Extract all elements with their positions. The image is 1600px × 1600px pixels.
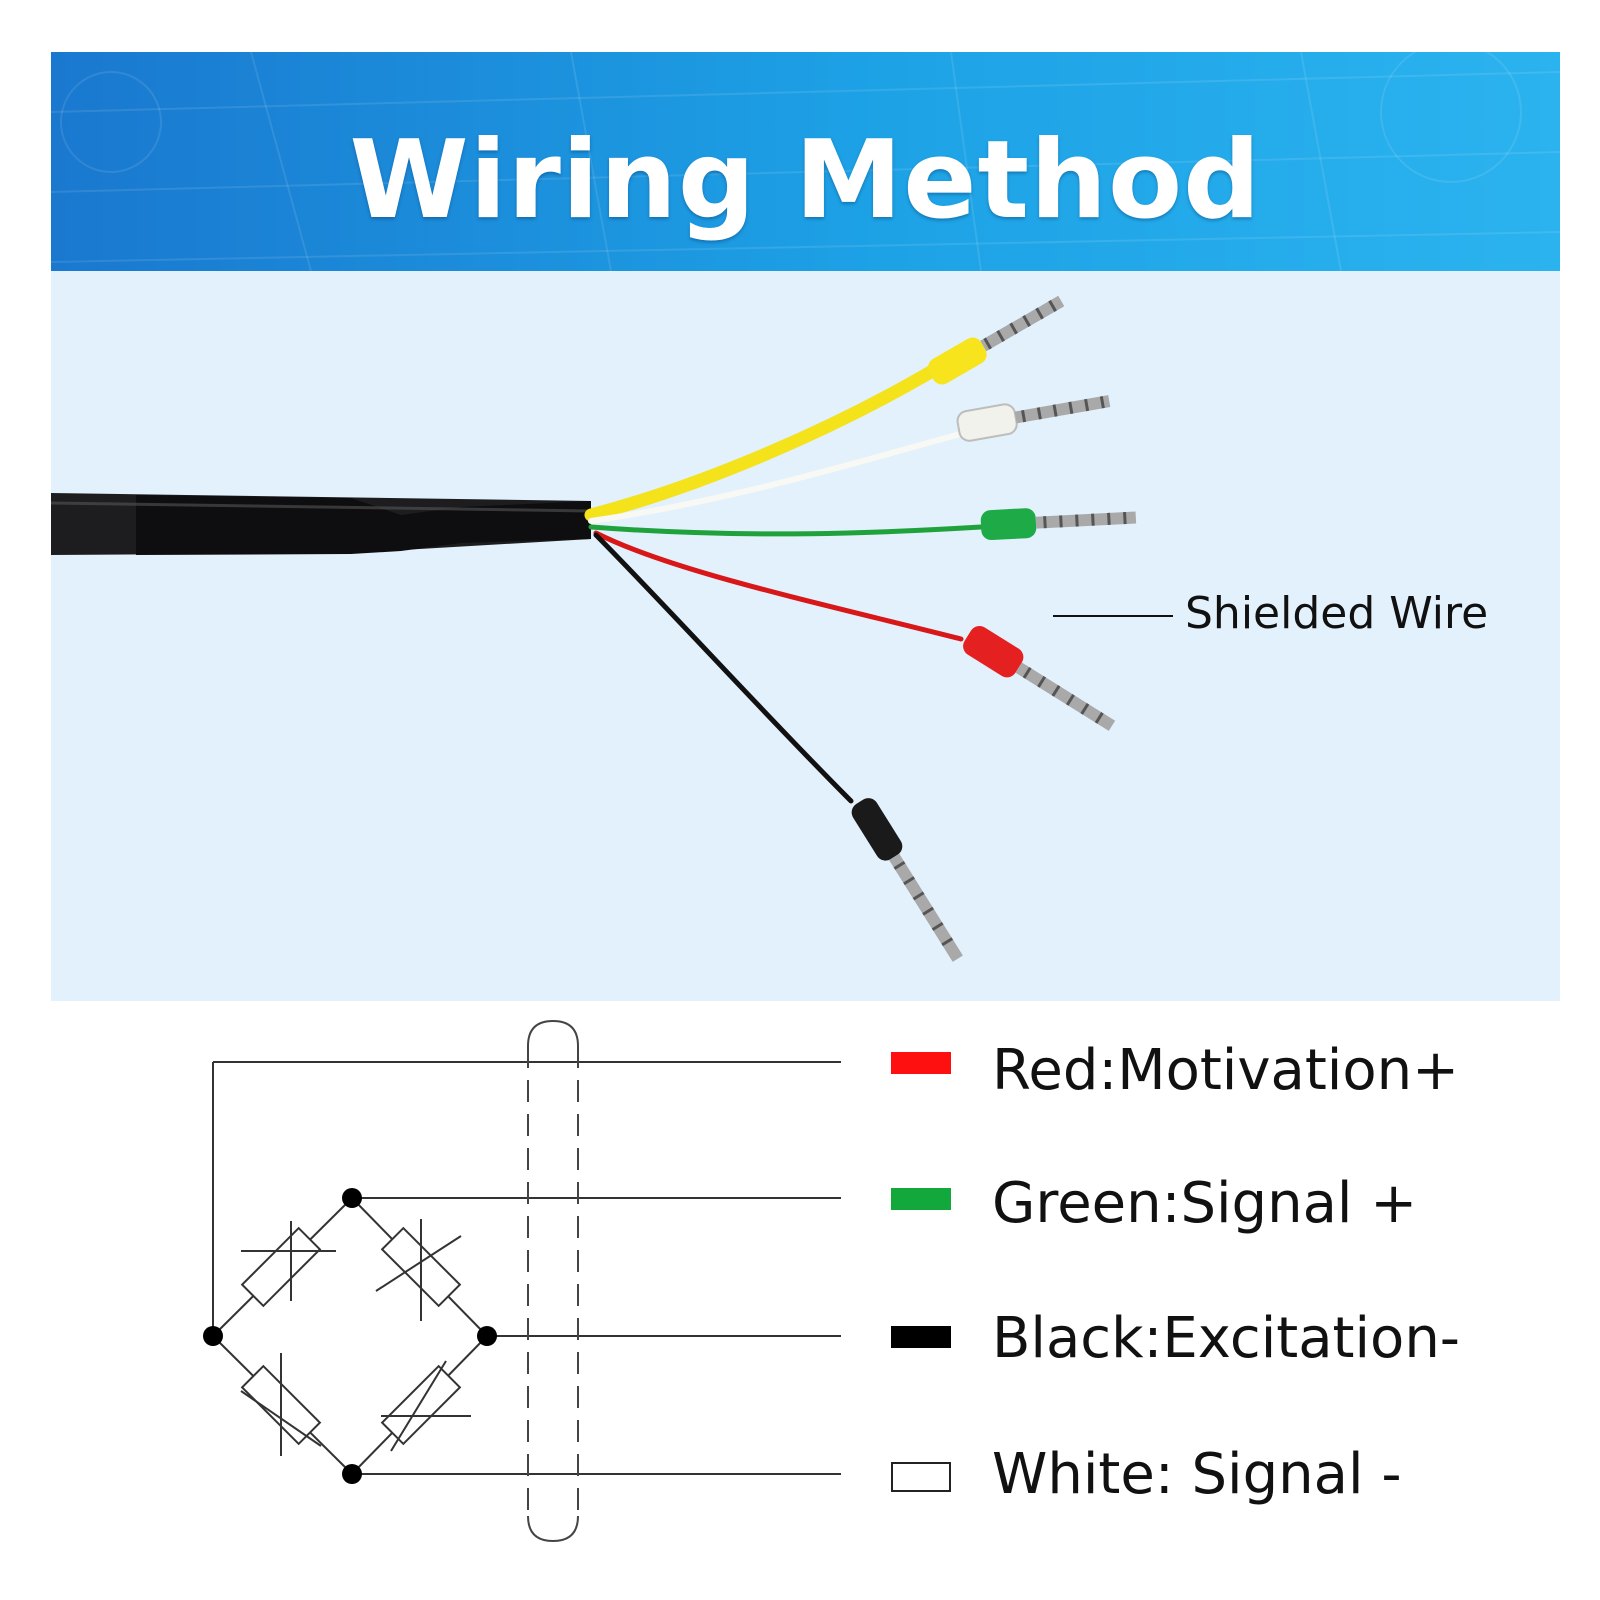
- green-wire: [588, 524, 984, 537]
- cable-jacket: [51, 493, 592, 555]
- green-ferrule: [980, 508, 1137, 541]
- strain-gauge-1: [240, 1226, 322, 1308]
- cable-shield-symbol: [527, 1046, 579, 1516]
- cable-illustration: [51, 271, 1560, 1001]
- red-ferrule: [963, 625, 1116, 731]
- black-wire: [593, 532, 854, 804]
- black-ferrule: [851, 798, 963, 962]
- bridge-circuit-diagram: [203, 1019, 841, 1543]
- bridge-node-left: [203, 1326, 223, 1346]
- legend-black-label: Black:Excitation-: [992, 1306, 1461, 1371]
- wire-bundle: [584, 359, 984, 804]
- black-swatch: [891, 1326, 951, 1348]
- white-ferrule: [956, 395, 1111, 442]
- legend-green-label: Green:Signal +: [992, 1171, 1418, 1236]
- wiring-schematic: Red:Motivation+ Green:Signal + Black:Exc…: [51, 1001, 1560, 1561]
- header-background-pattern: [51, 52, 1560, 271]
- red-wire: [593, 530, 964, 642]
- shielded-wire-leader-line: [1053, 615, 1173, 617]
- bridge-node-right: [477, 1326, 497, 1346]
- cable-drawing: [51, 295, 1137, 962]
- yellow-ferrule: [928, 295, 1065, 385]
- page-title: Wiring Method: [349, 118, 1262, 243]
- bridge-node-top: [342, 1188, 362, 1208]
- legend-white-label: White: Signal -: [992, 1442, 1402, 1507]
- shielded-wire-callout: Shielded Wire: [1185, 588, 1489, 639]
- legend-red-label: Red:Motivation+: [992, 1038, 1460, 1103]
- red-swatch: [891, 1052, 951, 1074]
- ferrules: [851, 295, 1137, 962]
- white-swatch: [891, 1462, 951, 1492]
- strain-gauge-4: [380, 1364, 462, 1446]
- header-banner: Wiring Method: [51, 52, 1560, 271]
- bridge-node-bottom: [342, 1464, 362, 1484]
- white-wire: [588, 428, 974, 524]
- yellow-wire: [584, 359, 948, 522]
- green-swatch: [891, 1188, 951, 1210]
